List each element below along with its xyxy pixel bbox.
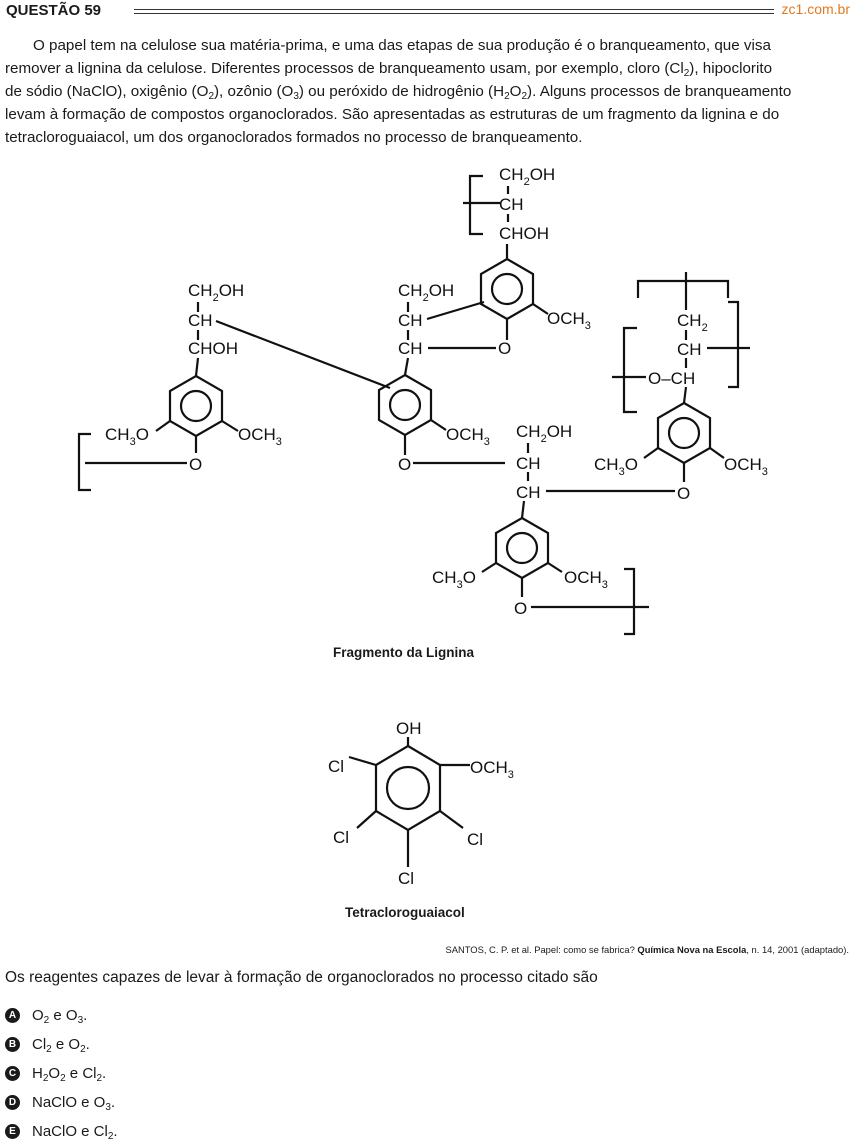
svg-text:Cl: Cl [328,757,344,776]
question-header: QUESTÃO 59 zc1.com.br [6,1,850,24]
structures-figure: CH2OH CH CHOH OCH3 O CH2OH CH CHOH CH3O … [77,165,768,888]
svg-text:Cl: Cl [467,830,483,849]
option-e-letter: E [5,1123,20,1139]
svg-text:O: O [498,339,511,358]
option-e-text: NaClO e Cl2. [32,1122,118,1142]
svg-text:CH2OH: CH2OH [499,165,555,188]
header-rule [134,9,774,14]
option-a-letter: A [5,1007,20,1023]
option-d[interactable]: D NaClO e O3. [5,1091,115,1113]
svg-text:O: O [514,599,527,618]
svg-text:CH3O: CH3O [432,568,476,591]
svg-text:CH2OH: CH2OH [516,422,572,445]
svg-text:O: O [677,484,690,503]
svg-text:OCH3: OCH3 [564,568,608,591]
svg-text:CH3O: CH3O [105,425,149,448]
question-number: QUESTÃO 59 [6,2,102,19]
option-a[interactable]: A O2 e O3. [5,1004,87,1026]
svg-text:CHOH: CHOH [188,339,238,358]
svg-text:CH2OH: CH2OH [188,281,244,304]
intro-line-2: remover a lignina da celulose. Diferente… [5,60,773,79]
svg-text:CH3O: CH3O [594,455,638,478]
intro-line-3: de sódio (NaClO), oxigênio (O2), ozônio … [5,83,792,102]
svg-text:O–CH: O–CH [648,369,695,388]
option-c-letter: C [5,1065,20,1081]
svg-text:OCH3: OCH3 [470,758,514,781]
bond-lines [77,174,750,867]
svg-text:OH: OH [396,719,422,738]
question-stem: Os reagentes capazes de levar à formação… [5,969,598,986]
intro-line-5: tetracloroguaiacol, um dos organoclorado… [5,129,583,146]
lignin-caption: Fragmento da Lignina [333,645,475,660]
option-b[interactable]: B Cl2 e O2. [5,1033,90,1055]
svg-text:CH2: CH2 [677,311,708,334]
svg-text:CH: CH [499,195,524,214]
source-citation: SANTOS, C. P. et al. Papel: como se fabr… [445,944,849,955]
option-a-text: O2 e O3. [32,1006,88,1026]
intro-line-4: levam à formação de compostos organoclor… [5,106,780,123]
option-d-letter: D [5,1094,20,1110]
intro-line-1: O papel tem na celulose sua matéria-prim… [33,37,771,54]
svg-text:O: O [398,455,411,474]
svg-text:OCH3: OCH3 [547,309,591,332]
site-watermark: zc1.com.br [781,1,850,17]
svg-text:CH: CH [516,454,541,473]
option-c-text: H2O2 e Cl2. [32,1064,107,1084]
atom-labels: CH2OH CH CHOH OCH3 O CH2OH CH CHOH CH3O … [105,165,768,888]
option-b-letter: B [5,1036,20,1052]
svg-text:Cl: Cl [333,828,349,847]
svg-text:O: O [189,455,202,474]
svg-text:CH: CH [398,339,423,358]
svg-text:CH: CH [516,483,541,502]
svg-text:Cl: Cl [398,869,414,888]
intro-paragraph: O papel tem na celulose sua matéria-prim… [5,34,849,149]
option-e[interactable]: E NaClO e Cl2. [5,1120,118,1142]
tcg-caption: Tetracloroguaiacol [345,905,465,920]
option-d-text: NaClO e O3. [32,1093,116,1113]
option-c[interactable]: C H2O2 e Cl2. [5,1062,106,1084]
svg-text:OCH3: OCH3 [238,425,282,448]
svg-text:CH2OH: CH2OH [398,281,454,304]
svg-text:OCH3: OCH3 [724,455,768,478]
svg-text:CHOH: CHOH [499,224,549,243]
option-b-text: Cl2 e O2. [32,1035,90,1055]
svg-text:OCH3: OCH3 [446,425,490,448]
svg-text:CH: CH [677,340,702,359]
svg-text:CH: CH [398,311,423,330]
svg-text:CH: CH [188,311,213,330]
